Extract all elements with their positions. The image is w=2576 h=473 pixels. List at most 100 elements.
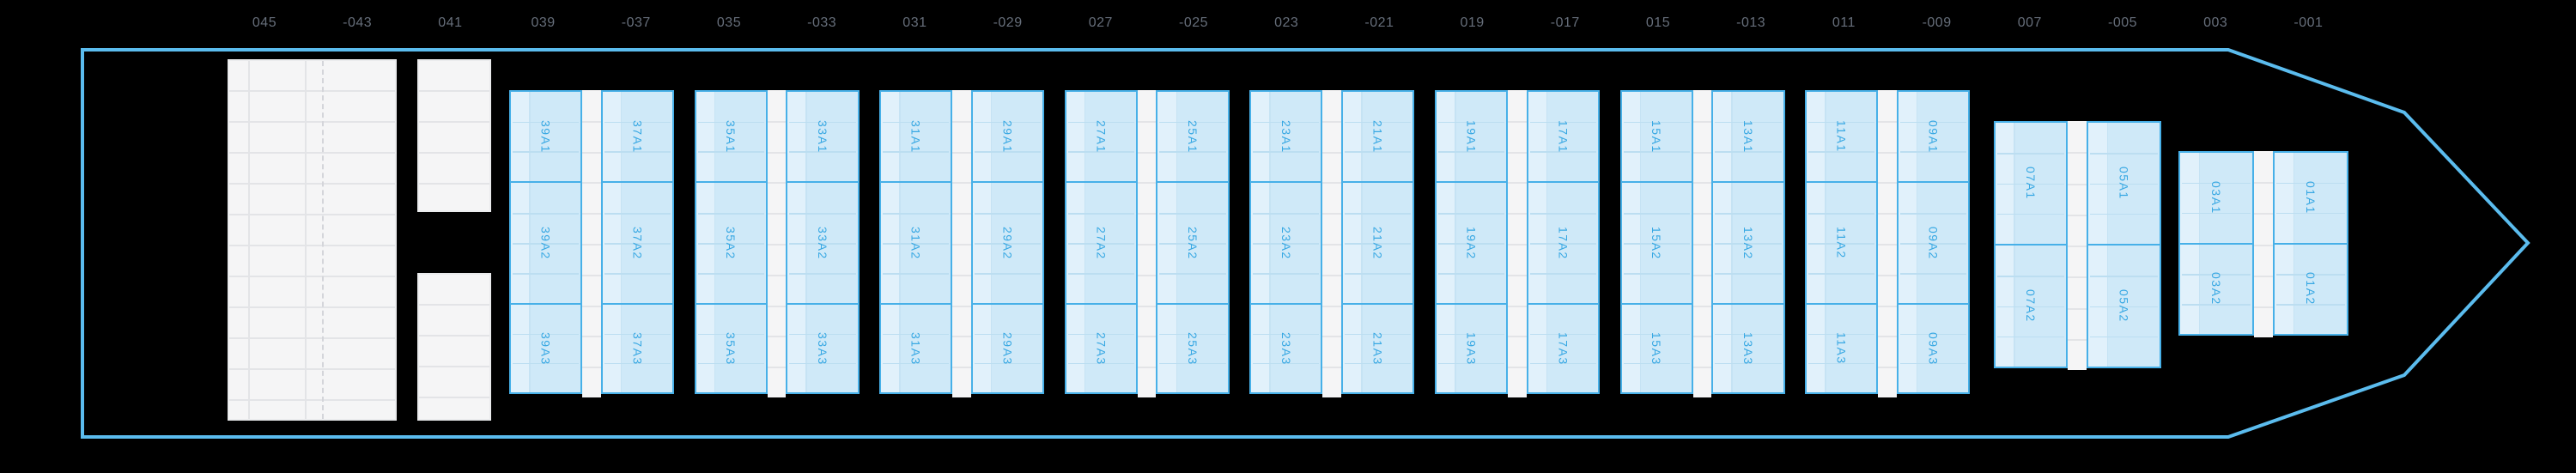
stowage-cell[interactable]: 19A1	[1435, 90, 1509, 184]
frame-scale-label: 007	[2017, 15, 2042, 30]
stowage-cell[interactable]: 27A1	[1064, 90, 1138, 184]
stowage-cell[interactable]: 33A1	[786, 90, 860, 184]
stowage-cell-label: 11A3	[1834, 332, 1849, 365]
stowage-cell-label: 05A1	[2117, 167, 2131, 200]
cell-highlight-band	[1342, 305, 1362, 392]
strip-segment-line	[1508, 305, 1527, 307]
stowage-cell[interactable]: 21A3	[1340, 303, 1415, 394]
stowage-cell[interactable]: 09A1	[1896, 90, 1971, 184]
stowage-cell[interactable]: 11A1	[1805, 90, 1879, 184]
stowage-cell[interactable]: 19A2	[1435, 181, 1509, 306]
cell-highlight-band	[2180, 244, 2199, 334]
strip-segment-line	[1508, 182, 1527, 185]
stowage-cell[interactable]: 23A2	[1249, 181, 1323, 306]
stowage-cell[interactable]: 11A3	[1805, 303, 1879, 394]
stowage-cell-label: 25A2	[1186, 226, 1200, 260]
strip-segment-line	[1322, 305, 1341, 307]
cell-tier-line	[697, 362, 764, 365]
stowage-cell[interactable]: 11A2	[1805, 181, 1879, 306]
stowage-cell[interactable]: 23A3	[1249, 303, 1323, 394]
stowage-cell-label: 27A3	[1094, 331, 1109, 366]
cell-slot-divider	[1455, 92, 1456, 182]
cell-slot-divider	[2293, 244, 2295, 334]
stowage-cell[interactable]: 25A3	[1156, 303, 1230, 394]
stowage-cell[interactable]: 17A3	[1526, 303, 1600, 394]
stowage-cell[interactable]: 13A1	[1711, 90, 1785, 184]
cell-slot-divider	[714, 92, 716, 182]
cell-slot-divider	[620, 92, 623, 182]
stowage-cell[interactable]: 39A2	[509, 181, 583, 306]
cell-tier-line	[2275, 274, 2345, 276]
stowage-cell[interactable]: 05A1	[2087, 121, 2161, 246]
stowage-cell[interactable]: 27A3	[1064, 303, 1138, 394]
stowage-cell[interactable]: 39A1	[509, 90, 583, 184]
stowage-cell[interactable]: 07A1	[1994, 121, 2069, 246]
stowage-cell[interactable]: 15A3	[1619, 303, 1693, 394]
stowage-cell[interactable]: 25A2	[1156, 181, 1230, 306]
stowage-cell[interactable]: 27A2	[1064, 181, 1138, 306]
cell-slot-divider	[1731, 305, 1733, 392]
cell-tier-line	[1159, 333, 1226, 336]
stowage-cell[interactable]: 15A2	[1619, 181, 1693, 306]
cell-tier-line	[974, 213, 1042, 215]
stowage-cell-label: 09A2	[1926, 226, 1941, 260]
stowage-cell[interactable]: 31A2	[879, 181, 953, 306]
stowage-cell[interactable]: 33A3	[786, 303, 860, 394]
stowage-cell[interactable]: 39A3	[509, 303, 583, 394]
stowage-cell[interactable]: 21A1	[1340, 90, 1415, 184]
stowage-cell[interactable]: 07A2	[1994, 244, 2069, 368]
stowage-cell[interactable]: 37A3	[600, 303, 674, 394]
stowage-cell[interactable]: 03A2	[2178, 242, 2254, 336]
stowage-cell[interactable]: 09A2	[1896, 181, 1971, 306]
cell-slot-divider	[1084, 305, 1086, 392]
stowage-cell[interactable]: 13A2	[1711, 181, 1785, 306]
cell-tier-line	[1438, 213, 1505, 215]
stowage-cell[interactable]: 37A1	[600, 90, 674, 184]
strip-segment-line	[2253, 213, 2273, 215]
cell-tier-line	[789, 362, 856, 365]
stowage-cell[interactable]: 15A1	[1619, 90, 1693, 184]
stowage-cell[interactable]: 05A2	[2087, 244, 2161, 368]
stowage-cell[interactable]: 13A3	[1711, 303, 1785, 394]
strip-segment-line	[767, 274, 787, 276]
strip-segment-line	[952, 367, 971, 369]
stowage-cell[interactable]: 31A1	[879, 90, 953, 184]
stowage-cell[interactable]: 31A3	[879, 303, 953, 394]
cell-tier-line	[1899, 273, 1967, 275]
stowage-cell[interactable]: 01A1	[2272, 151, 2348, 245]
frame-scale-label: 023	[1274, 15, 1299, 30]
stowage-cell[interactable]: 09A3	[1896, 303, 1971, 394]
stowage-cell[interactable]: 19A3	[1435, 303, 1509, 394]
stowage-cell[interactable]: 35A1	[694, 90, 768, 184]
cell-tier-line	[1997, 153, 2065, 155]
stowage-cell[interactable]: 29A2	[970, 181, 1045, 306]
stowage-cell[interactable]: 35A3	[694, 303, 768, 394]
stowage-cell[interactable]: 25A1	[1156, 90, 1230, 184]
cell-tier-line	[1159, 151, 1226, 153]
stowage-cell[interactable]: 17A2	[1526, 181, 1600, 306]
strip-segment-line	[582, 305, 601, 307]
strip-segment-line	[1508, 336, 1527, 338]
strip-segment-line	[1878, 274, 1897, 276]
cell-tier-line	[697, 243, 764, 245]
stowage-cell[interactable]: 29A1	[970, 90, 1045, 184]
stowage-cell[interactable]: 21A2	[1340, 181, 1415, 306]
stowage-cell[interactable]: 01A2	[2272, 242, 2348, 336]
frame-scale-label: -021	[1364, 15, 1394, 30]
stowage-cell[interactable]: 37A2	[600, 181, 674, 306]
stowage-cell-label: 07A1	[2024, 167, 2038, 200]
stowage-cell[interactable]: 23A1	[1249, 90, 1323, 184]
grid-divider-line	[248, 61, 250, 419]
stowage-cell[interactable]: 33A2	[786, 181, 860, 306]
stowage-cell[interactable]: 03A1	[2178, 151, 2254, 245]
strip-segment-line	[952, 151, 971, 154]
stowage-cell[interactable]: 35A2	[694, 181, 768, 306]
stowage-cell[interactable]: 29A3	[970, 303, 1045, 394]
stowage-cell[interactable]: 17A1	[1526, 90, 1600, 184]
cell-tier-line	[789, 333, 856, 336]
